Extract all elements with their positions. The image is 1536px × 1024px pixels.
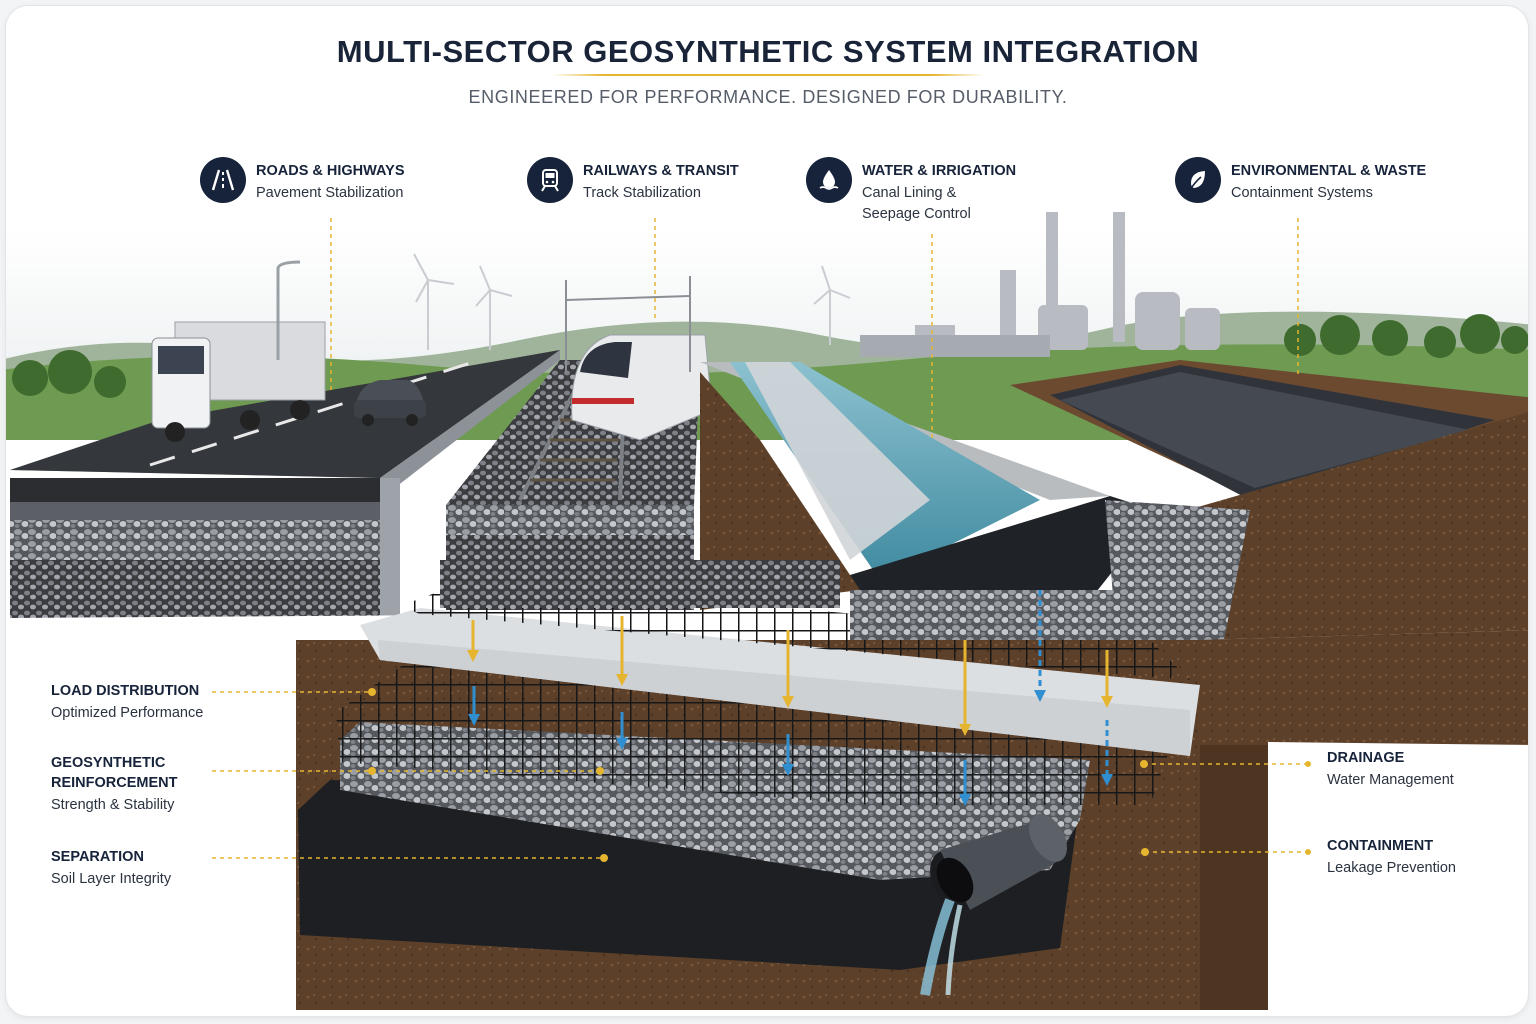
sector-desc: Track Stabilization	[583, 185, 701, 201]
title-underline	[552, 74, 984, 76]
sector-environmental-waste: ENVIRONMENTAL & WASTE Containment System…	[1175, 157, 1426, 204]
sector-name: ENVIRONMENTAL & WASTE	[1231, 163, 1427, 179]
train-illustration	[571, 334, 713, 441]
drainage-pipe	[920, 814, 1067, 996]
sector-desc: Canal Lining & Seepage Control	[862, 185, 971, 222]
page-title: MULTI-SECTOR GEOSYNTHETIC SYSTEM INTEGRA…	[336, 34, 1200, 69]
callout-name: GEOSYNTHETIC REINFORCEMENT	[51, 755, 178, 791]
truck-illustration	[151, 321, 326, 442]
sector-name: ROADS & HIGHWAYS	[256, 163, 405, 179]
car-illustration	[354, 380, 426, 426]
page-subtitle: ENGINEERED FOR PERFORMANCE. DESIGNED FOR…	[468, 87, 1068, 107]
sector-roads-highways: ROADS & HIGHWAYS Pavement Stabilization	[200, 157, 405, 204]
callout-desc: Optimized Performance	[51, 705, 204, 721]
infographic-frame	[6, 6, 1528, 1016]
callout-containment: CONTAINMENT Leakage Prevention	[1327, 836, 1456, 879]
water-drop-icon	[806, 157, 852, 203]
train-icon	[527, 157, 573, 203]
sector-name: RAILWAYS & TRANSIT	[583, 163, 739, 179]
callout-desc: Strength & Stability	[51, 797, 175, 813]
callout-drainage: DRAINAGE Water Management	[1327, 748, 1454, 791]
callout-separation: SEPARATION Soil Layer Integrity	[51, 847, 171, 890]
leaf-icon	[1175, 157, 1221, 203]
sector-railways-transit: RAILWAYS & TRANSIT Track Stabilization	[527, 157, 739, 204]
callout-load-distribution: LOAD DISTRIBUTION Optimized Performance	[51, 681, 203, 724]
callout-name: SEPARATION	[51, 849, 144, 865]
callout-name: CONTAINMENT	[1327, 838, 1434, 854]
callout-geosynthetic-reinforcement: GEOSYNTHETIC REINFORCEMENT Strength & St…	[51, 753, 177, 816]
callout-desc: Soil Layer Integrity	[51, 871, 172, 887]
callout-desc: Water Management	[1327, 772, 1454, 788]
sector-desc: Containment Systems	[1231, 185, 1373, 201]
sector-name: WATER & IRRIGATION	[862, 163, 1017, 179]
cross-section-scene	[6, 212, 1528, 1010]
callout-desc: Leakage Prevention	[1327, 860, 1456, 876]
sector-desc: Pavement Stabilization	[256, 185, 404, 201]
callout-name: LOAD DISTRIBUTION	[51, 683, 200, 699]
callout-name: DRAINAGE	[1327, 750, 1405, 766]
road-icon	[200, 157, 246, 203]
sector-water-irrigation: WATER & IRRIGATION Canal Lining & Seepag…	[806, 157, 1016, 225]
